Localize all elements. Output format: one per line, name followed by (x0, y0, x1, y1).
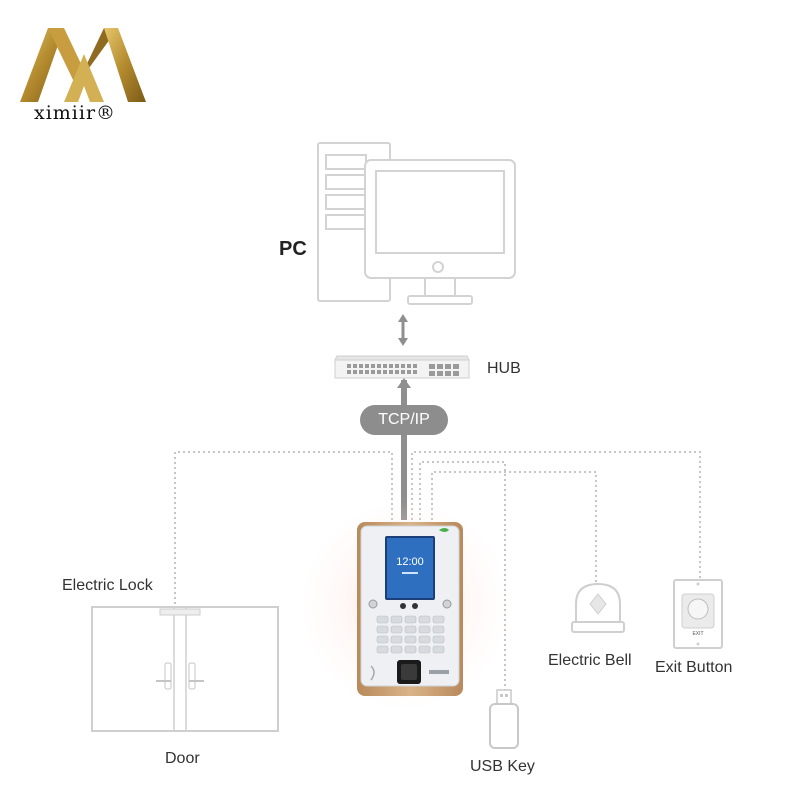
exit-button-text: EXIT (692, 631, 703, 637)
usb-key-label: USB Key (470, 758, 535, 775)
pc-icon (317, 142, 516, 305)
device-time: 12:00 (396, 556, 424, 568)
electric-bell-label: Electric Bell (548, 652, 632, 669)
door-label: Door (165, 750, 200, 767)
tcpip-badge: TCP/IP (360, 405, 448, 435)
hub-label: HUB (487, 360, 521, 377)
exit-button-label: Exit Button (655, 659, 733, 676)
access-control-terminal: 12:00 (357, 522, 463, 696)
hub-icon (334, 355, 470, 379)
brand-logo (20, 28, 146, 102)
door-icon (91, 606, 279, 732)
electric-lock-label: Electric Lock (62, 577, 153, 594)
electric-bell-icon (571, 582, 625, 633)
brand-name: ximiir® (34, 102, 117, 124)
pc-label: PC (279, 238, 307, 260)
exit-button-icon: EXIT (673, 579, 723, 649)
usb-key-icon (489, 689, 519, 749)
